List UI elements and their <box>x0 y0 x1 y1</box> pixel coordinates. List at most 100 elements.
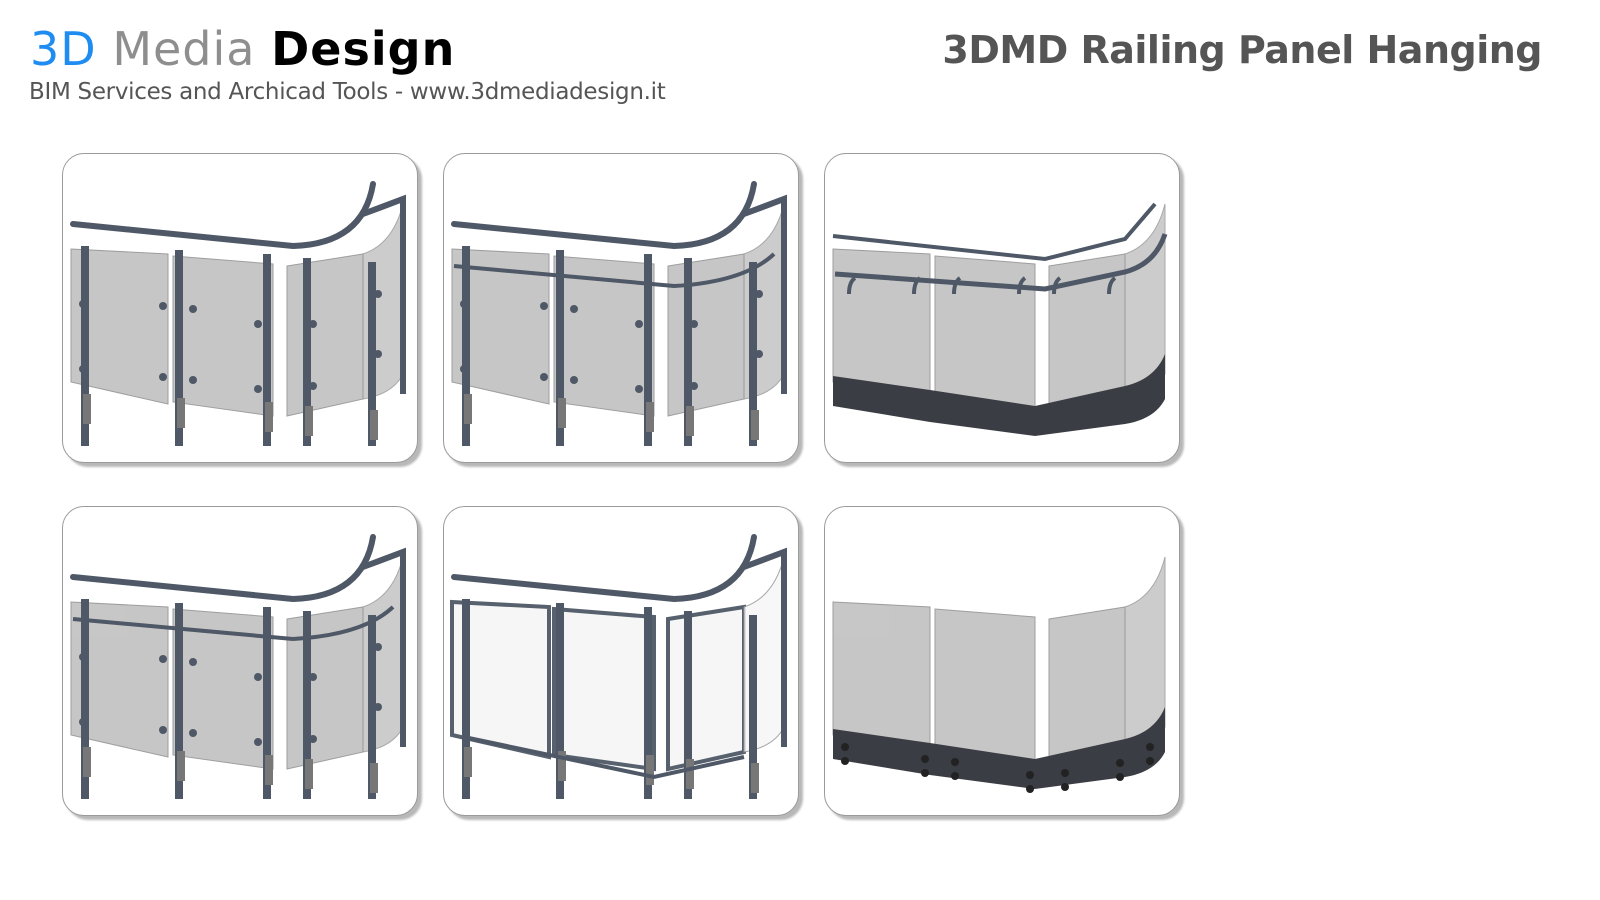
end-post <box>361 194 406 394</box>
post <box>684 611 692 799</box>
post <box>175 250 183 446</box>
post-bracket <box>305 759 313 789</box>
bolt <box>1061 769 1069 777</box>
handrail-bracket <box>912 276 922 295</box>
post-bracket <box>83 747 91 777</box>
glass-panel <box>70 248 169 405</box>
glass-fixing <box>254 320 262 328</box>
glass-fixing <box>635 385 643 393</box>
page-title: 3DMD Railing Panel Hanging <box>942 28 1542 72</box>
post <box>749 615 757 799</box>
glass-panel <box>70 601 169 758</box>
glass-panel <box>451 248 550 405</box>
bolt <box>841 757 849 765</box>
post-bracket <box>265 402 273 432</box>
post-bracket <box>370 763 378 793</box>
handrail <box>70 534 376 603</box>
bolt <box>1026 771 1034 779</box>
glass-fixing <box>159 373 167 381</box>
glass-fixing <box>635 320 643 328</box>
handrail <box>70 181 376 250</box>
glass-fixing <box>540 302 548 310</box>
bolt <box>951 772 959 780</box>
bolt <box>951 758 959 766</box>
glass-fixing <box>189 729 197 737</box>
post <box>368 615 376 799</box>
glass-panel <box>286 253 364 417</box>
post-bracket <box>265 755 273 785</box>
tagline: BIM Services and Archicad Tools - www.3d… <box>29 79 666 105</box>
handrail-bracket <box>1017 276 1027 295</box>
post <box>81 246 89 446</box>
bolt <box>1116 759 1124 767</box>
post-bracket <box>686 406 694 436</box>
glass-panel <box>450 599 551 760</box>
end-post <box>361 547 406 747</box>
base-channel <box>833 707 1165 789</box>
bolt <box>1061 783 1069 791</box>
post <box>81 599 89 799</box>
end-post <box>742 194 787 394</box>
glass-fixing <box>189 658 197 666</box>
glass-fixing <box>570 305 578 313</box>
railing-image-3 <box>824 153 1180 463</box>
railing-image-5 <box>443 506 799 816</box>
railing-image-1 <box>62 153 418 463</box>
handrail-bracket <box>1052 276 1062 295</box>
bolt <box>841 743 849 751</box>
bolt <box>1146 743 1154 751</box>
bolt <box>921 755 929 763</box>
glass-fixing <box>540 373 548 381</box>
post-bracket <box>83 394 91 424</box>
post <box>749 262 757 446</box>
post <box>368 262 376 446</box>
mid-rail <box>453 252 776 289</box>
post <box>303 258 311 446</box>
glass-fixing <box>254 385 262 393</box>
base-channel <box>833 354 1165 436</box>
post-bracket <box>686 759 694 789</box>
glass-panel <box>666 604 746 772</box>
post <box>462 599 470 799</box>
glass-fixing <box>254 738 262 746</box>
post <box>556 603 564 799</box>
post <box>263 254 271 446</box>
post-bracket <box>558 751 566 781</box>
railing-image-6 <box>824 506 1180 816</box>
post <box>462 246 470 446</box>
bottom-rail <box>463 735 745 780</box>
post-bracket <box>177 751 185 781</box>
bolt <box>1146 757 1154 765</box>
handrail <box>451 534 757 603</box>
post <box>644 607 652 799</box>
post-bracket <box>370 410 378 440</box>
post-bracket <box>751 763 759 793</box>
post <box>175 603 183 799</box>
post-bracket <box>464 747 472 777</box>
mid-rail <box>72 605 395 642</box>
glass-panel <box>934 608 1036 770</box>
post <box>263 607 271 799</box>
glass-fixing <box>159 726 167 734</box>
glass-fixing <box>159 302 167 310</box>
post <box>556 250 564 446</box>
end-post <box>742 547 787 747</box>
glass-panel <box>552 606 656 772</box>
glass-fixing <box>570 376 578 384</box>
bolt <box>921 769 929 777</box>
post-bracket <box>646 755 654 785</box>
glass-fixing <box>254 673 262 681</box>
handrail <box>834 233 1168 292</box>
top-edge-profile <box>832 202 1157 262</box>
post-bracket <box>558 398 566 428</box>
railing-image-2 <box>443 153 799 463</box>
railing-image-4 <box>62 506 418 816</box>
handrail-bracket <box>1107 276 1117 295</box>
post <box>303 611 311 799</box>
handrail-bracket <box>952 276 962 295</box>
glass-fixing <box>189 376 197 384</box>
post-bracket <box>751 410 759 440</box>
company-logo: 3D Media Design <box>30 22 456 76</box>
post-bracket <box>305 406 313 436</box>
handrail <box>451 181 757 250</box>
